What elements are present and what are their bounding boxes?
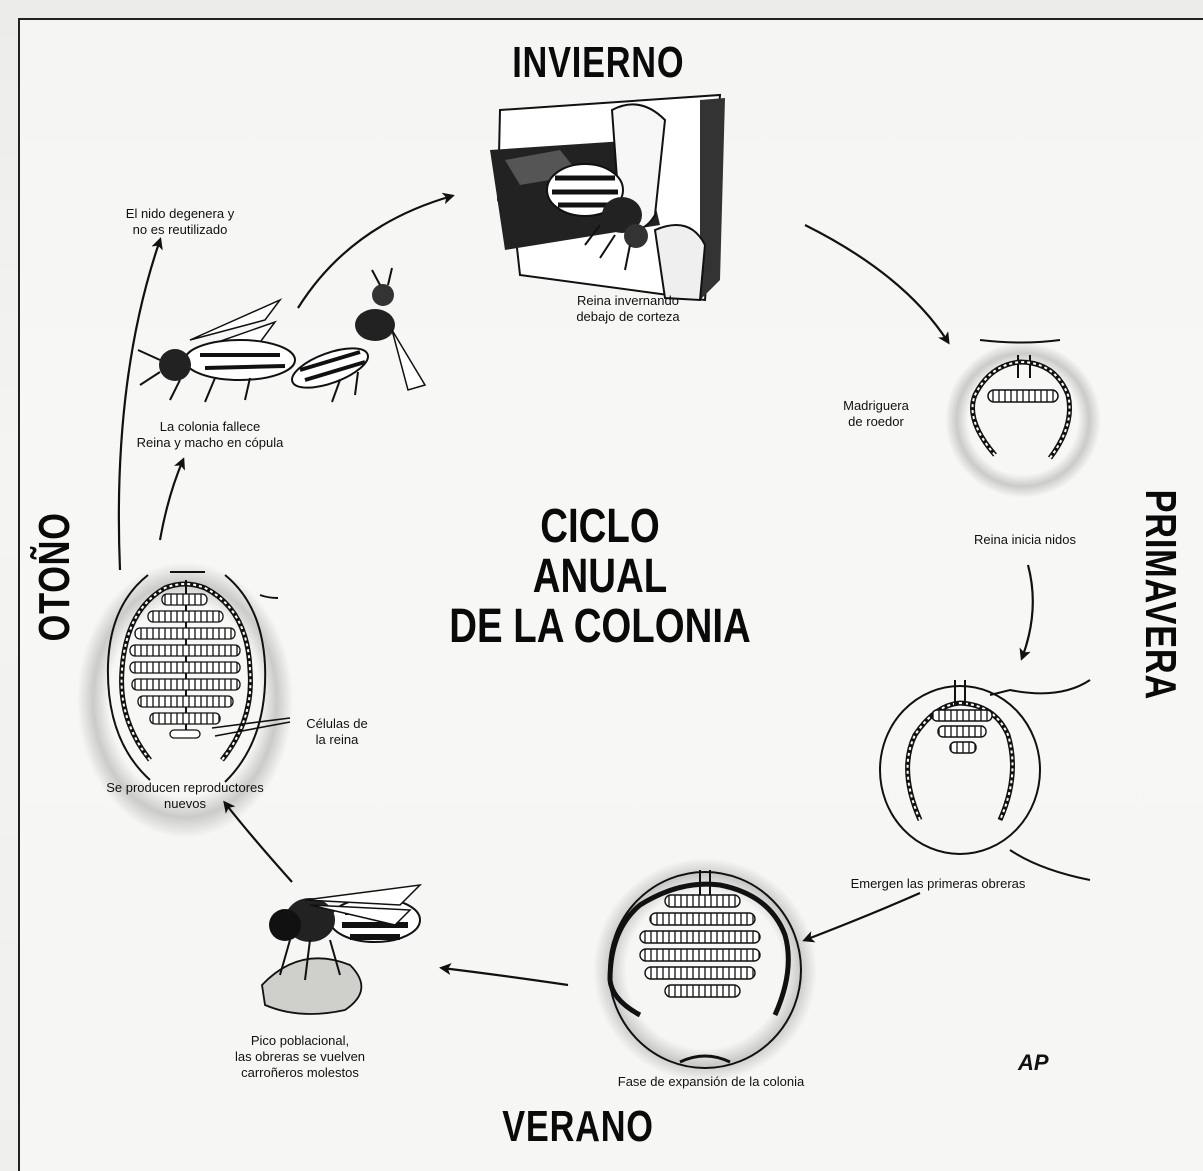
queen-cells-pointer — [211, 717, 291, 737]
arrow-autumn-to-nest-degenerates — [117, 237, 163, 571]
summer-nest — [593, 858, 817, 1082]
arrow-to-winter — [297, 192, 455, 309]
label-rodent-burrow: Madriguera de roedor — [843, 398, 909, 429]
label-queen-starts-nests: Reina inicia nidos — [974, 532, 1076, 547]
label-new-reproductives: Se producen reproductores nuevos — [106, 780, 264, 811]
label-population-peak: Pico poblacional, las obreras se vuelven… — [234, 1033, 366, 1080]
diagram-title: CICLO ANUAL DE LA COLONIA — [448, 502, 752, 652]
label-first-workers: Emergen las primeras obreras — [850, 876, 1026, 891]
winter-illustration — [490, 93, 725, 302]
title-line-3: DE LA COLONIA — [449, 600, 751, 653]
season-winter-heading: INVIERNO — [512, 38, 685, 87]
label-expansion-phase: Fase de expansión de la colonia — [617, 1074, 805, 1089]
queen-wasp-icon — [546, 163, 648, 271]
scavenger-wasp-illustration — [261, 883, 423, 1015]
label-queen-overwintering: Reina invernando debajo de corteza — [576, 293, 680, 324]
label-queen-cells: Células de la reina — [306, 716, 368, 747]
season-summer-heading: VERANO — [502, 1102, 654, 1151]
publisher-logo: AP — [1018, 1050, 1049, 1075]
mating-wasps-illustration — [137, 267, 427, 403]
spring-nest-initial — [945, 339, 1101, 498]
arrow-winter-to-spring — [804, 224, 950, 345]
season-autumn-heading: OTOÑO — [30, 512, 79, 642]
label-nest-degenerates: El nido degenera y no es reutilizado — [125, 206, 235, 237]
arrow-summer-to-peak — [439, 963, 569, 987]
title-line-1: CICLO — [540, 500, 660, 553]
label-colony-dies: La colonia fallece Reina y macho en cópu… — [136, 419, 284, 450]
autumn-nest — [77, 562, 293, 838]
arrow-spring-burrow-down — [1019, 564, 1034, 661]
title-line-2: ANUAL — [532, 550, 668, 603]
spring-nest-burrow — [879, 679, 1091, 881]
season-spring-heading: PRIMAVERA — [1136, 489, 1185, 701]
arrow-spring-to-summer — [802, 891, 921, 943]
arrow-autumn-to-colony-dies — [158, 457, 185, 541]
